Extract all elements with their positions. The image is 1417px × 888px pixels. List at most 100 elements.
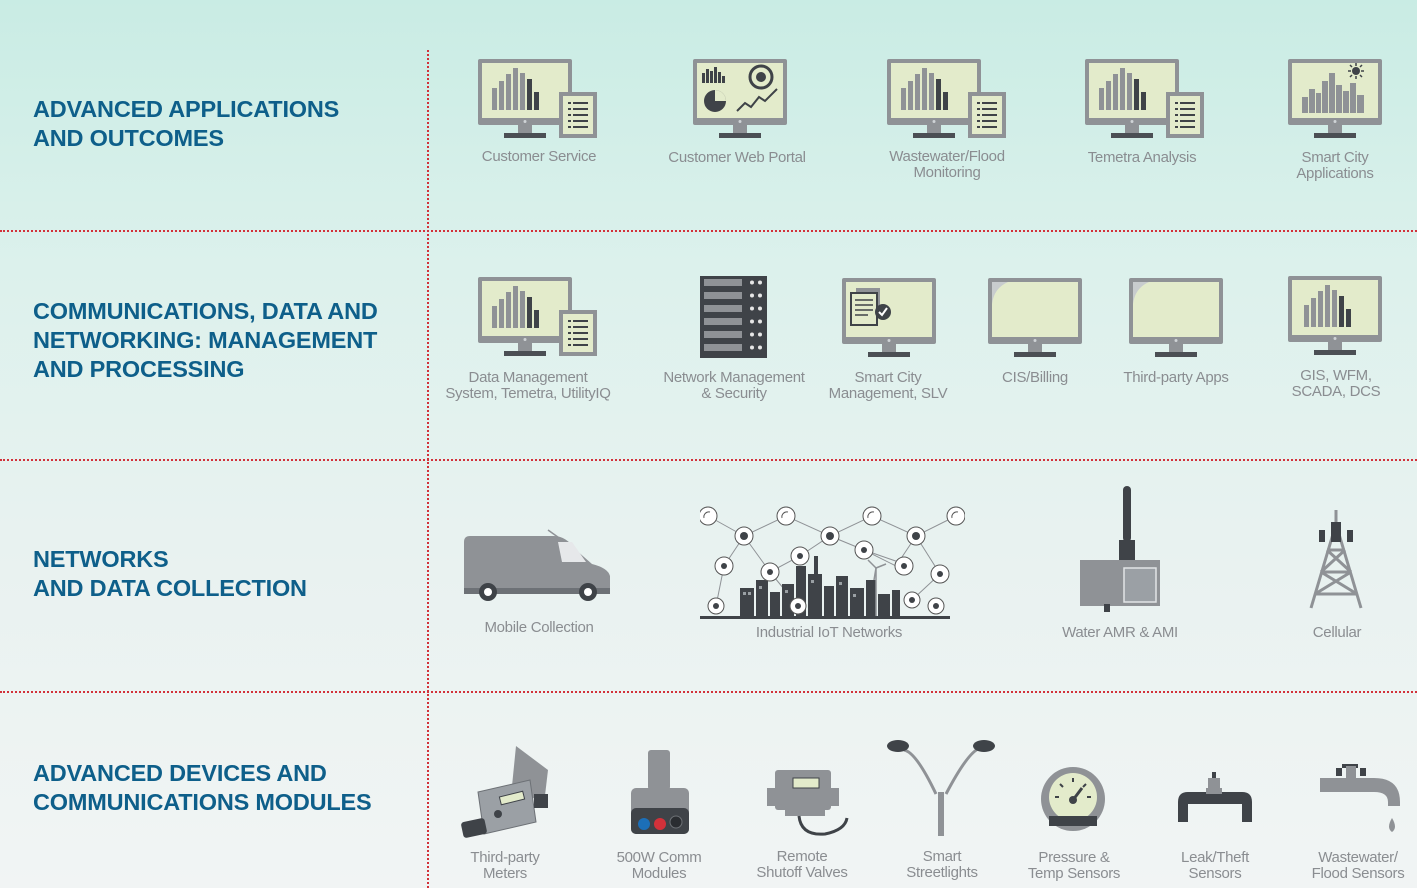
caption-line: Monitoring [913,164,981,181]
cis-billing-label: CIS/Billing [1002,370,1068,386]
caption-line: Data Management [468,369,588,386]
comm-module-icon [631,750,689,834]
temetra-analysis-item [1085,59,1207,143]
caption-line: System, Temetra, UtilityIQ [445,385,611,402]
row-title-line: ADVANCED APPLICATIONS [33,96,340,122]
collector-antenna-icon [1080,486,1160,612]
network-management-item [700,276,768,358]
water-meter-icon [461,746,548,838]
caption-line: Pressure & [1038,849,1110,866]
pressure-sensor-label: Pressure & Temp Sensors [1028,849,1121,882]
caption-line: CIS/Billing [1002,369,1068,386]
comm-module-label: 500W Comm Modules [617,850,702,882]
shutoff-valve-label: Remote Shutoff Valves [756,849,847,881]
third-party-apps-item [1129,278,1224,362]
pipe-sensor-icon [1178,772,1252,822]
customer-service-item [478,59,600,143]
pressure-sensor-item [1040,766,1106,832]
caption-line: Management, SLV [828,385,948,402]
monitor-bar-chart-document-icon [887,59,1006,138]
row-title-line: NETWORKS [33,546,169,572]
cellular-item [1305,510,1367,610]
row-divider [0,691,1417,693]
caption-line: Wastewater/Flood [889,148,1005,165]
cell-tower-icon [1309,510,1363,609]
data-management-item [478,277,600,361]
caption-line: Applications [1296,165,1374,182]
row-title-line: AND OUTCOMES [33,125,224,151]
row-title-line: AND PROCESSING [33,356,245,382]
column-divider [427,50,429,888]
caption-line: & Security [701,385,767,402]
wastewater-flood-sensor-item [1320,762,1402,842]
row-title-applications: ADVANCED APPLICATIONS AND OUTCOMES [33,95,339,153]
leak-theft-sensor-label: Leak/Theft Sensors [1181,850,1249,882]
van-icon [464,529,610,601]
row-title-management: COMMUNICATIONS, DATA AND NETWORKING: MAN… [33,297,378,384]
monitor-city-icon [1288,59,1382,138]
row-divider [0,459,1417,461]
customer-web-portal-item [693,59,788,143]
monitor-bar-chart-document-icon [1085,59,1204,138]
caption-line: Leak/Theft [1181,849,1249,866]
caption-line: Third-party Apps [1123,369,1229,386]
caption-line: Temetra Analysis [1087,149,1197,166]
gis-scada-item [1288,276,1383,360]
comm-module-item [628,750,692,840]
smart-city-applications-label: Smart City Applications [1296,149,1374,182]
monitor-dashboard-icon [693,59,787,138]
caption-line: Smart [922,848,962,865]
faucet-drop-icon [1320,764,1400,832]
data-management-label: Data Management System, Temetra, Utility… [445,369,611,402]
cellular-label: Cellular [1312,624,1362,641]
row-divider [0,230,1417,232]
mobile-collection-label: Mobile Collection [484,620,593,636]
caption-line: Smart City [854,369,922,386]
iot-city-network-icon [700,506,965,619]
industrial-iot-item [700,500,965,622]
smart-streetlight-label: Smart Streetlights [906,848,978,881]
row-title-line: NETWORKING: MANAGEMENT [33,327,378,353]
wastewater-flood-sensor-label: Wastewater/ Flood Sensors [1312,850,1405,882]
caption-line: Customer Service [481,148,597,165]
caption-line: Shutoff Valves [756,864,848,881]
caption-line: Network Management [663,369,805,386]
monitor-bar-chart-icon [1288,276,1382,355]
caption-line: Sensors [1188,865,1242,882]
monitor-bar-chart-document-icon [478,59,597,138]
caption-line: Customer Web Portal [668,149,806,166]
monitor-documents-check-icon [842,278,936,357]
smart-city-applications-item [1288,59,1383,143]
wastewater-flood-monitoring-item [887,59,1009,143]
caption-line: Cellular [1312,624,1362,641]
mobile-collection-item [462,526,614,606]
caption-line: Water AMR & AMI [1062,624,1178,641]
customer-web-portal-label: Customer Web Portal [668,149,806,166]
caption-line: Mobile Collection [484,619,594,636]
row-title-line: ADVANCED DEVICES AND [33,760,327,786]
third-party-meters-label: Third-party Meters [470,850,540,882]
leak-theft-sensor-item [1174,772,1256,824]
caption-line: Industrial IoT Networks [755,624,903,641]
monitor-blank-icon [988,278,1082,357]
customer-service-label: Customer Service [481,148,597,165]
caption-line: GIS, WFM, [1300,367,1372,384]
shutoff-valve-icon [767,770,849,836]
industrial-iot-label: Industrial IoT Networks [755,624,903,641]
caption-line: Streetlights [906,864,978,881]
caption-line: Modules [631,865,687,882]
row-title-line: COMMUNICATIONS MODULES [33,789,372,815]
cis-billing-item [988,278,1083,362]
wastewater-flood-monitoring-label: Wastewater/Flood Monitoring [889,149,1005,181]
pressure-gauge-icon [1041,767,1105,831]
server-rack-icon [700,276,767,358]
caption-line: SCADA, DCS [1291,383,1381,400]
streetlight-icon [887,740,995,836]
caption-line: Smart City [1301,149,1369,166]
caption-line: Remote [776,848,828,865]
smart-streetlight-item [886,738,998,838]
row-title-devices: ADVANCED DEVICES AND COMMUNICATIONS MODU… [33,759,372,817]
monitor-blank-icon [1129,278,1223,357]
caption-line: Meters [482,865,528,882]
